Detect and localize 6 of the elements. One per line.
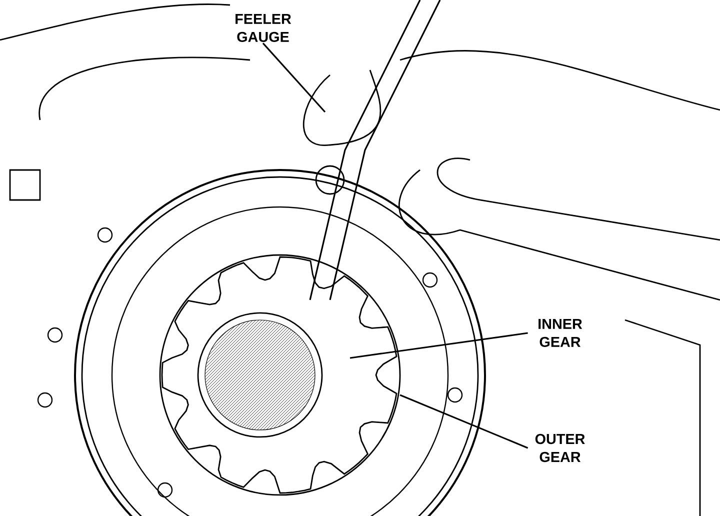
part-label: FEELER GAUGE bbox=[231, 12, 295, 44]
leader-line bbox=[262, 42, 326, 113]
part-label: OUTER GEAR bbox=[528, 432, 592, 464]
part-label: INNER GEAR bbox=[528, 318, 592, 348]
leader-line bbox=[400, 394, 528, 449]
leader-line bbox=[350, 332, 528, 359]
